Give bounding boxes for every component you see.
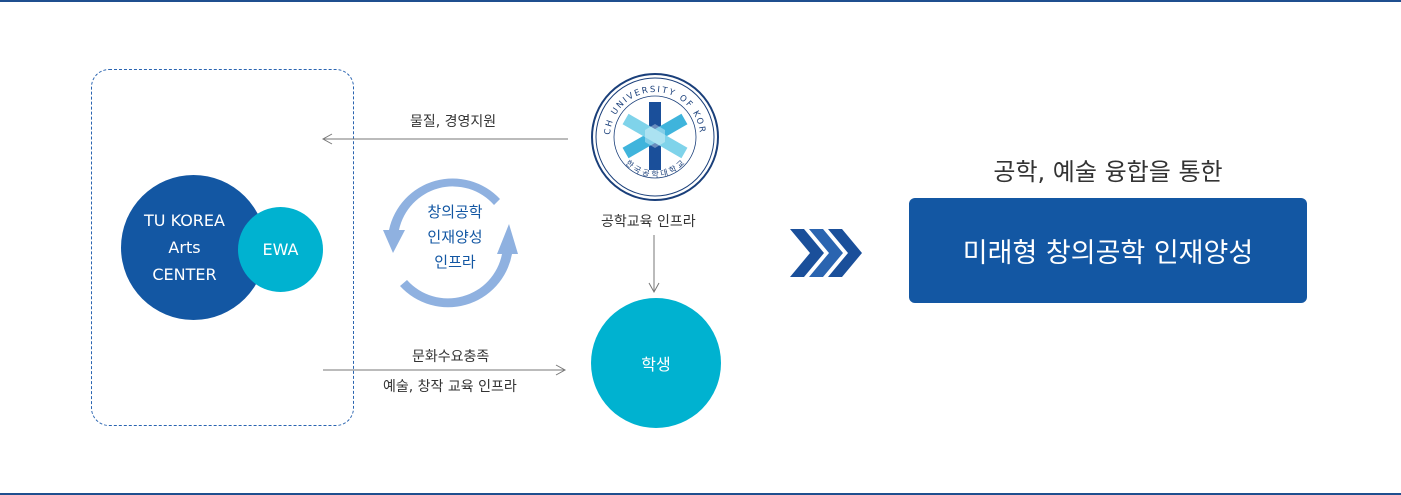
cycle-line1: 창의공학 <box>427 203 483 221</box>
result-subtitle: 공학, 예술 융합을 통한 <box>993 158 1223 186</box>
top-rule <box>0 0 1401 2</box>
culture-arrow-head <box>555 364 567 376</box>
snowflake-icon <box>622 102 688 170</box>
result-box: 미래형 창의공학 인재양성 <box>909 198 1307 303</box>
student-label: 학생 <box>641 355 671 374</box>
support-label: 물질, 경영지원 <box>410 114 497 130</box>
tech-university-emblem: TECH UNIVERSITY OF KOREA 한 국 공 학 대 학 교 <box>590 72 719 201</box>
university-label: 공학교육 인프라 <box>601 214 696 230</box>
cycle-line3: 인프라 <box>434 253 476 271</box>
bottom-rule <box>0 493 1401 495</box>
cycle-label: 창의공학 인재양성 인프라 <box>395 200 515 275</box>
tu-center-line1: TU KOREA <box>144 211 225 230</box>
tu-group-box <box>91 69 354 426</box>
ewa-circle: EWA <box>238 207 323 292</box>
tu-center-line2: Arts <box>168 238 201 257</box>
cycle-line2: 인재양성 <box>427 228 483 246</box>
tu-center-line3: CENTER <box>152 265 217 284</box>
ewa-label: EWA <box>262 240 299 259</box>
down-arrow-head <box>648 282 660 294</box>
cycle-arrows-icon <box>383 178 518 308</box>
support-arrow-head <box>321 133 333 145</box>
result-title: 미래형 창의공학 인재양성 <box>962 238 1254 269</box>
arts-infra-label: 예술, 창작 교육 인프라 <box>383 379 517 395</box>
culture-demand-label: 문화수요충족 <box>412 349 490 365</box>
triple-chevron-icon <box>790 229 862 277</box>
student-circle: 학생 <box>591 298 721 428</box>
